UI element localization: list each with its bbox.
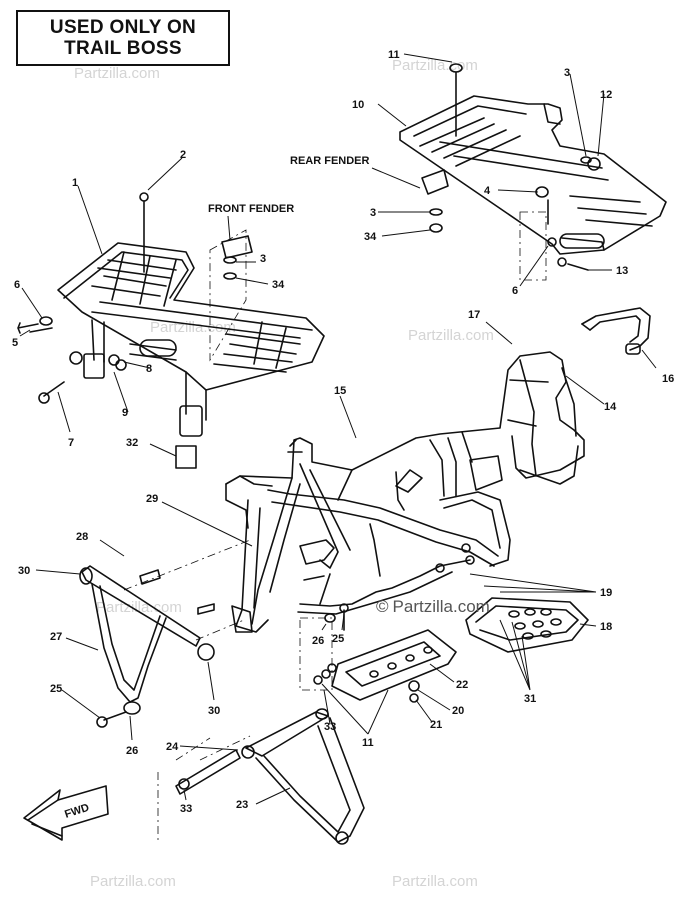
- watermark-text: Partzilla.com: [392, 57, 478, 74]
- callout-13: 13: [616, 265, 628, 277]
- callout-26-center: 26: [312, 635, 324, 647]
- watermark-text: Partzilla.com: [150, 319, 236, 336]
- callout-22: 22: [456, 679, 468, 691]
- front-fender-leader: [227, 215, 231, 241]
- grab-bar: [581, 307, 651, 355]
- fwd-label: FWD: [63, 802, 91, 821]
- callout-6-rear: 6: [512, 285, 518, 297]
- callout-7: 7: [68, 437, 74, 449]
- callout-30-cap: 30: [208, 705, 220, 717]
- callout-2: 2: [180, 149, 186, 161]
- callout-numbers: 1 2 3 34 6 5 7 8 9 32 11 10 3 12 4 3 34 …: [12, 49, 674, 815]
- callout-leaders: [19, 53, 657, 805]
- callout-34-front: 34: [272, 279, 285, 291]
- callout-12: 12: [600, 89, 612, 101]
- front-fender-outline: [209, 229, 247, 362]
- callout-3-rear: 3: [370, 207, 376, 219]
- callout-14: 14: [604, 401, 617, 413]
- callout-26-left: 26: [126, 745, 138, 757]
- bolt-2: [139, 192, 149, 202]
- callout-23: 23: [236, 799, 248, 811]
- rear-guard: [157, 708, 365, 845]
- callout-3-rear-top: 3: [564, 67, 570, 79]
- rear-fender-label: REAR FENDER: [290, 155, 370, 167]
- rear-rack: [399, 95, 667, 255]
- front-fender-mount: [221, 235, 253, 259]
- callout-29: 29: [146, 493, 158, 505]
- callout-11-lower: 11: [362, 737, 374, 749]
- callout-19: 19: [600, 587, 612, 599]
- callout-30-left: 30: [18, 565, 30, 577]
- footrest-right: [465, 597, 589, 653]
- trail-boss-notice: USED ONLY ON TRAIL BOSS: [16, 10, 230, 66]
- callout-15: 15: [334, 385, 346, 397]
- watermark-layer: Partzilla.com Partzilla.com Partzilla.co…: [74, 57, 494, 890]
- callout-16: 16: [662, 373, 674, 385]
- notice-line-1: USED ONLY ON: [49, 17, 197, 38]
- callout-3-front: 3: [260, 253, 266, 265]
- callout-18: 18: [600, 621, 612, 633]
- fwd-direction-arrow: FWD: [23, 785, 109, 841]
- callout-9: 9: [122, 407, 128, 419]
- watermark-text: Partzilla.com: [96, 599, 182, 616]
- callout-20: 20: [452, 705, 464, 717]
- front-guard: [79, 539, 251, 728]
- watermark-text: Partzilla.com: [74, 65, 160, 82]
- front-rack-hardware: [17, 192, 237, 469]
- callout-24: 24: [166, 741, 179, 753]
- callout-6-left: 6: [14, 279, 20, 291]
- center-hardware: [313, 603, 349, 685]
- callout-28: 28: [76, 531, 88, 543]
- callout-11-top: 11: [388, 49, 400, 61]
- rear-fender-leader: [371, 167, 421, 189]
- callout-17: 17: [468, 309, 480, 321]
- partzilla-watermark-main: ©Partzilla.com: [376, 597, 490, 616]
- callout-33-lower: 33: [180, 803, 192, 815]
- callout-10: 10: [352, 99, 364, 111]
- callout-25-left: 25: [50, 683, 62, 695]
- callout-34-rear: 34: [364, 231, 377, 243]
- watermark-text: Partzilla.com: [90, 873, 176, 890]
- notice-line-2: TRAIL BOSS: [64, 38, 182, 59]
- callout-27: 27: [50, 631, 62, 643]
- callout-5: 5: [12, 337, 18, 349]
- callout-21: 21: [430, 719, 442, 731]
- callout-32: 32: [126, 437, 138, 449]
- front-fender-label: FRONT FENDER: [208, 203, 294, 215]
- main-frame: [225, 351, 585, 633]
- watermark-text: Partzilla.com: [392, 873, 478, 890]
- callout-4: 4: [484, 185, 491, 197]
- callout-8: 8: [146, 363, 152, 375]
- callout-1: 1: [72, 177, 78, 189]
- front-rack: [57, 242, 325, 437]
- footrest-left: [299, 617, 457, 703]
- copyright-symbol: ©: [376, 597, 389, 616]
- watermark-text: Partzilla.com: [408, 327, 494, 344]
- callout-31: 31: [524, 693, 536, 705]
- callout-25-center: 25: [332, 633, 344, 645]
- callout-33-center: 33: [324, 721, 336, 733]
- partzilla-name: Partzilla.com: [393, 597, 490, 616]
